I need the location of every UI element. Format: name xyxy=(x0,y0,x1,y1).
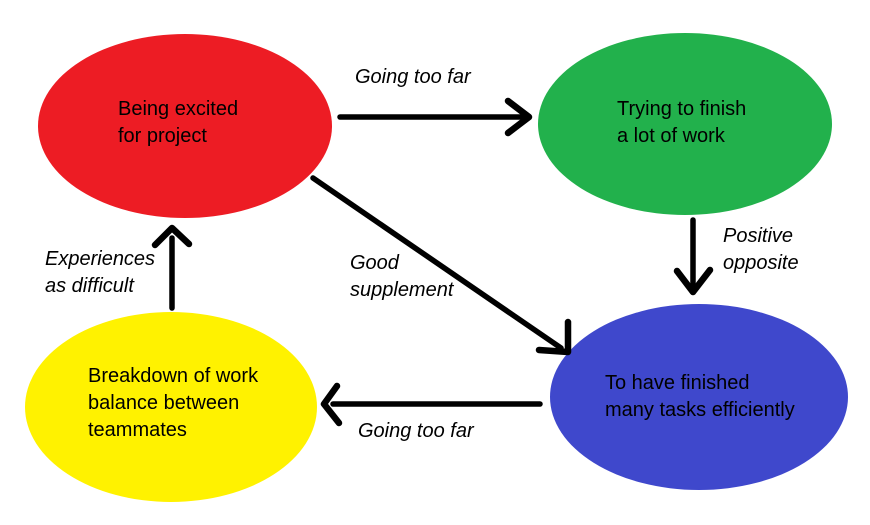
edge-label-going-too-far-top: Going too far xyxy=(355,66,471,88)
node-label-excited: Being excited for project xyxy=(118,98,239,147)
edge-label-going-too-far-bottom: Going too far xyxy=(358,420,474,442)
edge-label-good-supplement: Good supplement xyxy=(350,252,454,301)
arrow-breakdown-to-excited xyxy=(151,224,193,311)
node-ellipse-trying xyxy=(538,33,832,215)
arrow-excited-to-trying xyxy=(337,97,533,137)
node-label-breakdown: Breakdown of work balance between teamma… xyxy=(88,365,259,441)
node-ellipse-excited xyxy=(38,34,332,218)
edge-label-positive-opposite: Positive opposite xyxy=(723,225,799,274)
node-ellipse-finished xyxy=(550,304,848,490)
edge-label-experiences-as-difficult: Experiences as difficult xyxy=(45,248,156,297)
arrow-trying-to-finished xyxy=(673,217,714,296)
arrow-finished-to-breakdown xyxy=(320,382,543,427)
arrow-excited-to-finished xyxy=(310,175,572,356)
node-label-finished: To have finished many tasks efficiently xyxy=(605,372,795,421)
node-ellipse-breakdown xyxy=(25,312,317,502)
node-label-trying: Trying to finish a lot of work xyxy=(617,98,747,147)
